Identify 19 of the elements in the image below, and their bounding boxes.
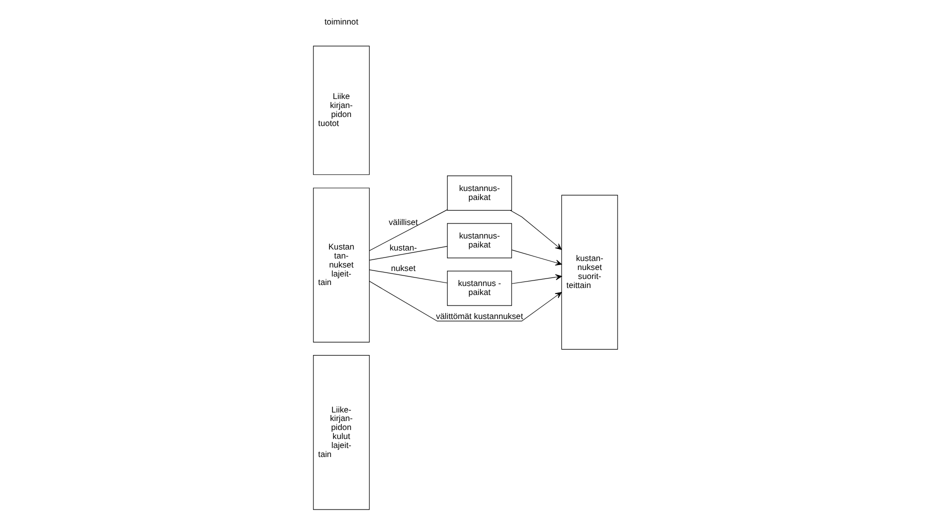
connector [368, 269, 448, 283]
node-box: kustannus- paikat [446, 175, 512, 210]
connector [368, 208, 448, 250]
node-box: Liike kirjan- pidon tuotot [312, 45, 370, 174]
edge-label: välilliset [388, 216, 418, 226]
connector [368, 246, 448, 260]
node-box: kustannus- paikat [446, 222, 512, 258]
arrow [511, 274, 562, 284]
node-box: kustan- nukset suorit- teittain [560, 194, 618, 350]
label: toiminnot [324, 16, 358, 26]
arrow [368, 280, 562, 321]
edge-label: välittömät kustannukset [435, 310, 523, 320]
edge-label: kustan- [389, 242, 416, 252]
node-box: Liike- kirjan- pidon kulut lajeit- tain [312, 354, 370, 510]
arrow [510, 210, 562, 250]
edge-label: nukset [390, 262, 416, 273]
node-box: kustannus - paikat [446, 270, 512, 306]
arrow [511, 249, 562, 266]
node-box: Kustan tan- nukset lajeit- tain [312, 187, 370, 342]
